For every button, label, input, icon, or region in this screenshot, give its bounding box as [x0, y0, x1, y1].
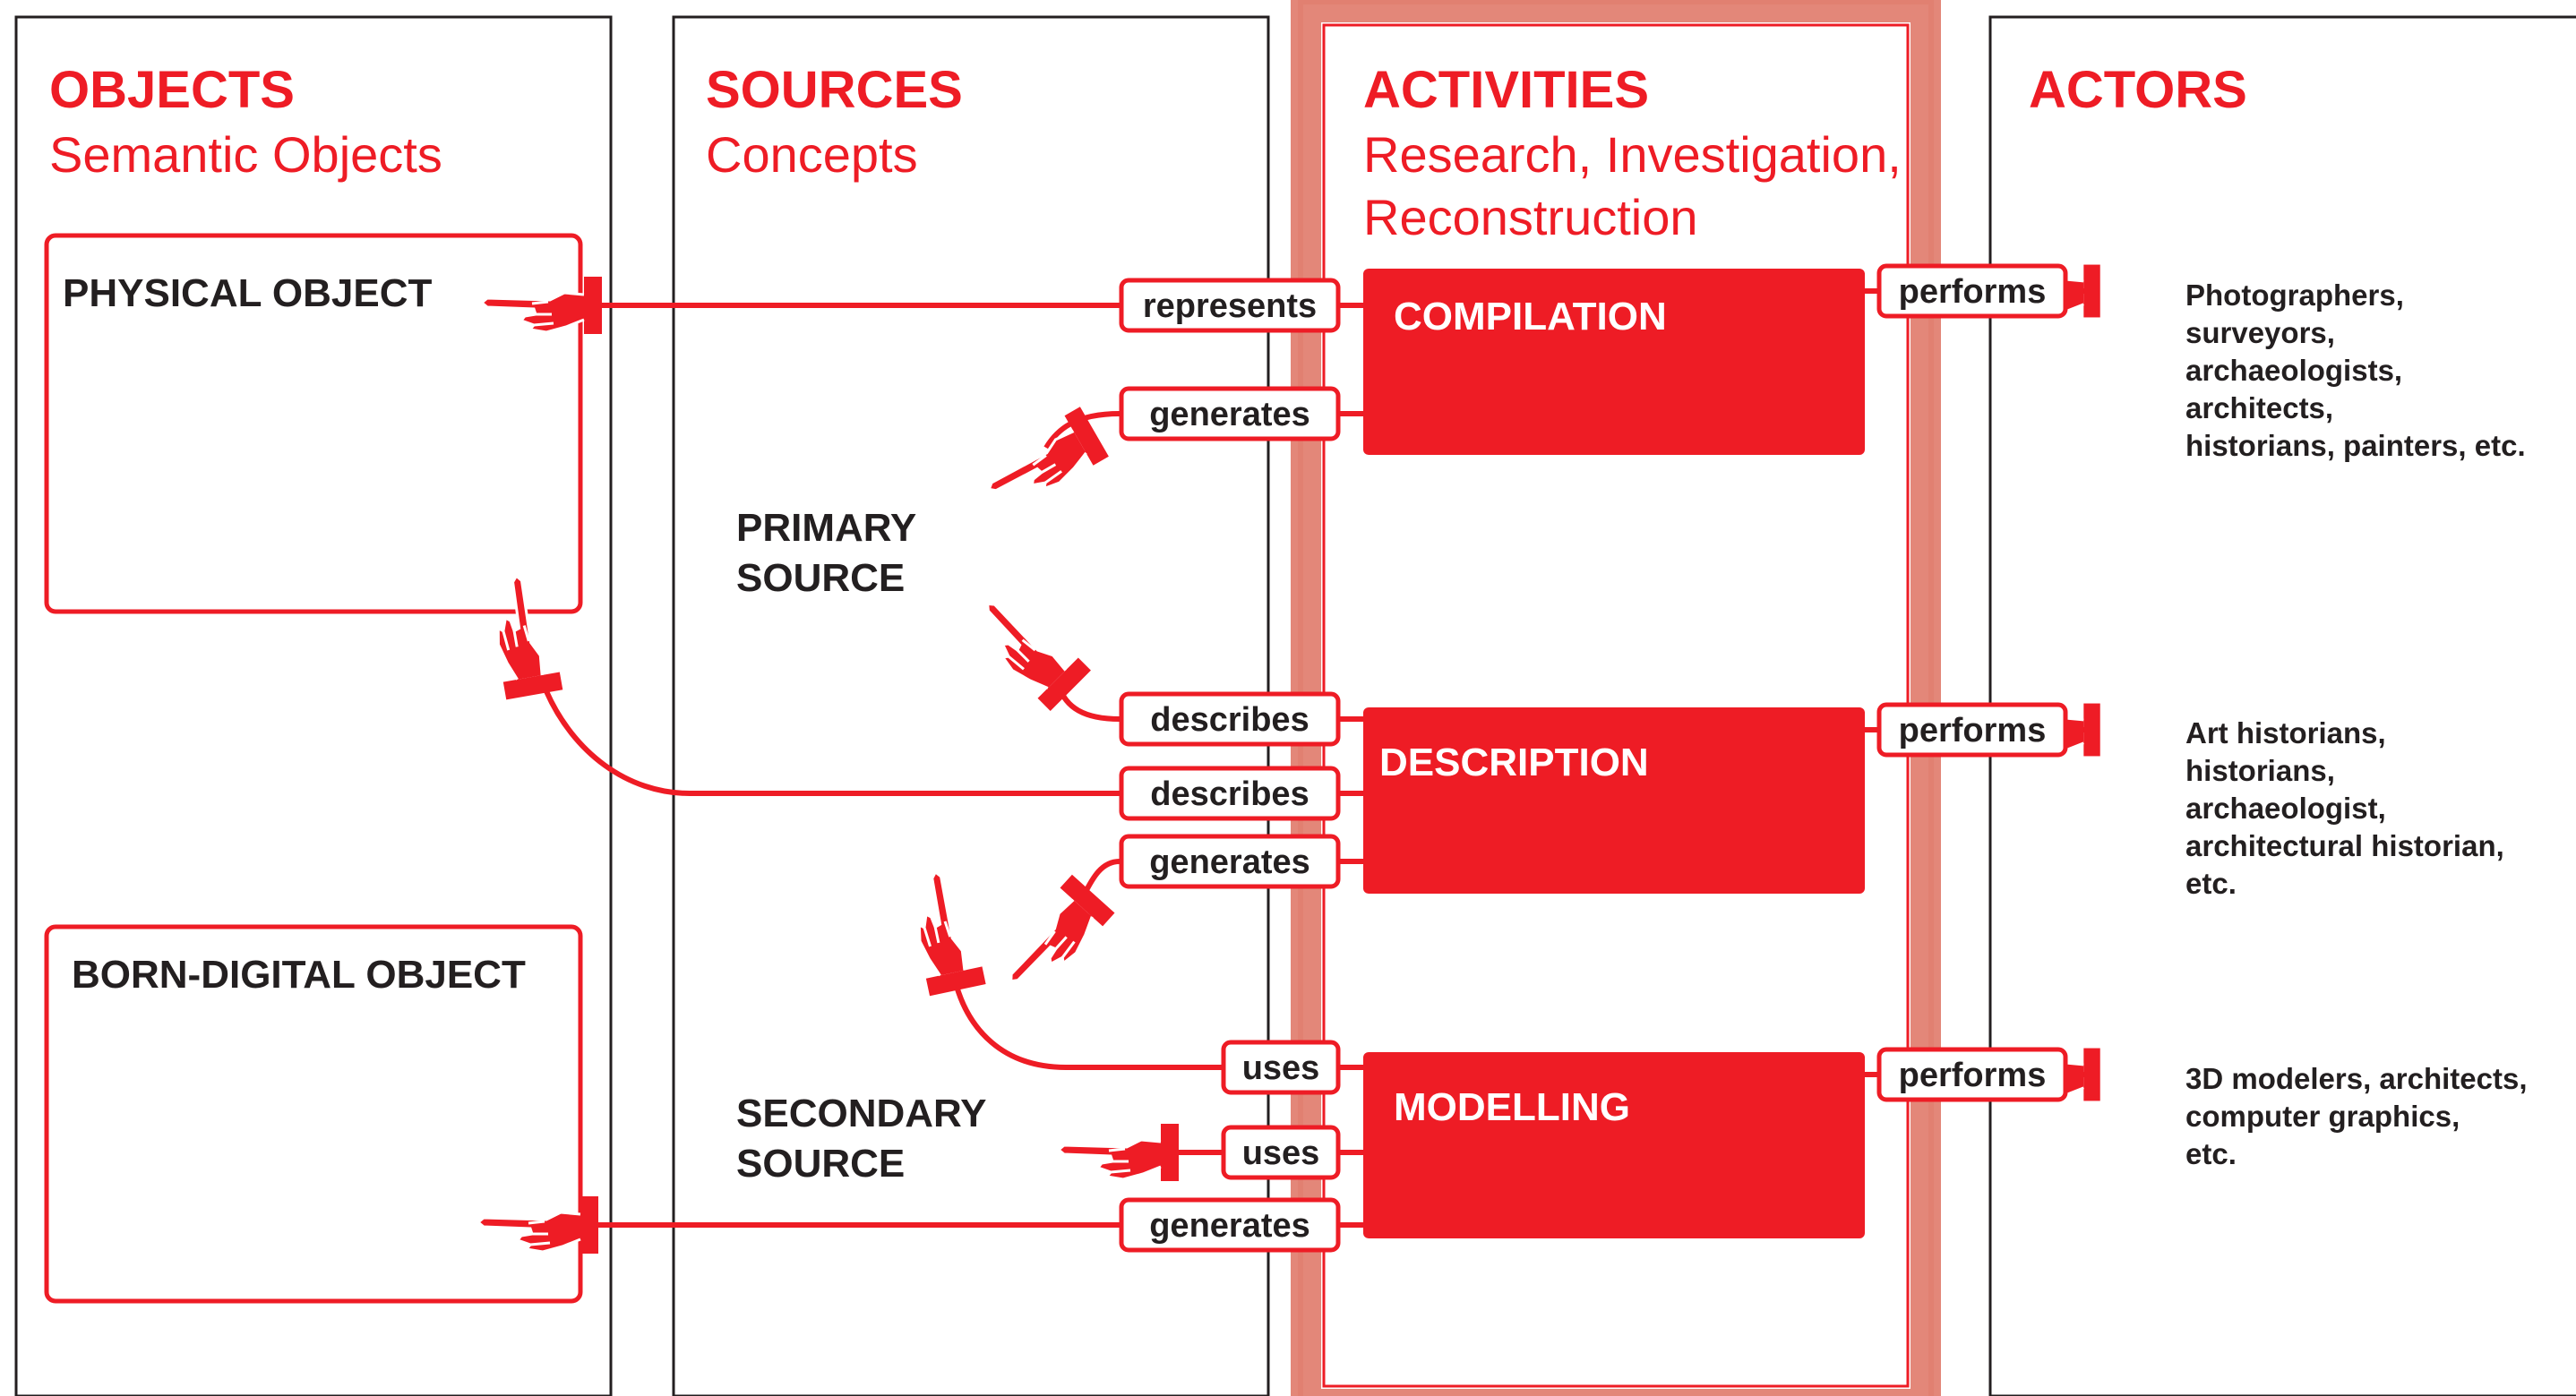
- modelling-actors: 3D modelers, architects, computer graphi…: [2185, 1062, 2528, 1170]
- uses-primary-line: [952, 979, 1363, 1070]
- pointing-hand-icon: [975, 405, 1111, 518]
- performs-modelling-label: performs: [1876, 1047, 2068, 1102]
- objects-column-frame: [14, 15, 613, 1396]
- svg-text:uses: uses: [1242, 1049, 1320, 1087]
- svg-text:architects,: architects,: [2185, 391, 2333, 424]
- svg-text:etc.: etc.: [2185, 1137, 2237, 1170]
- activities-heading: ACTIVITIES: [1363, 61, 1649, 119]
- describes-physical-label: describes: [1119, 766, 1341, 821]
- secondary-source-label-line2: SOURCE: [736, 1142, 905, 1186]
- actors-column-frame: [1988, 15, 2576, 1396]
- born-digital-object-title: BORN-DIGITAL OBJECT: [72, 953, 526, 997]
- primary-source-label-line2: SOURCE: [736, 556, 905, 600]
- modelling-box: [1363, 1052, 1865, 1238]
- primary-source-label-line1: PRIMARY: [736, 506, 916, 550]
- compilation-actors: Photographers, surveyors, archaeologists…: [2185, 278, 2526, 462]
- generates-born-digital-label: generates: [1119, 1197, 1341, 1253]
- describes-physical-line: [544, 689, 1363, 796]
- svg-text:archaeologist,: archaeologist,: [2185, 792, 2386, 825]
- objects-heading: OBJECTS: [49, 61, 295, 119]
- svg-text:Art historians,: Art historians,: [2185, 716, 2386, 749]
- svg-text:generates: generates: [1149, 844, 1310, 881]
- pointing-hand-icon: [903, 865, 988, 998]
- svg-text:performs: performs: [1899, 712, 2047, 749]
- pointing-hand-icon: [1057, 1122, 1181, 1183]
- actors-heading: ACTORS: [2029, 61, 2247, 119]
- svg-text:3D modelers, architects,: 3D modelers, architects,: [2185, 1062, 2528, 1095]
- generates-secondary-label: generates: [1119, 834, 1341, 889]
- svg-text:uses: uses: [1242, 1135, 1320, 1172]
- born-digital-object-box: [44, 924, 583, 1304]
- activities-subheading-line1: Research, Investigation,: [1363, 126, 1902, 183]
- svg-text:historians, painters, etc.: historians, painters, etc.: [2185, 429, 2526, 462]
- svg-text:archaeologists,: archaeologists,: [2185, 354, 2402, 387]
- svg-text:describes: describes: [1150, 775, 1309, 813]
- svg-text:represents: represents: [1143, 287, 1317, 325]
- performs-description-label: performs: [1876, 702, 2068, 758]
- description-title: DESCRIPTION: [1379, 741, 1649, 784]
- svg-text:architectural historian,: architectural historian,: [2185, 829, 2504, 862]
- physical-object-title: PHYSICAL OBJECT: [63, 271, 432, 315]
- svg-text:etc.: etc.: [2185, 867, 2237, 900]
- performs-compilation-label: performs: [1876, 263, 2068, 319]
- secondary-source-label-line1: SECONDARY: [736, 1092, 987, 1135]
- uses-primary-label: uses: [1221, 1040, 1341, 1095]
- svg-text:surveyors,: surveyors,: [2185, 316, 2335, 349]
- svg-text:historians,: historians,: [2185, 754, 2335, 787]
- svg-text:generates: generates: [1149, 1207, 1310, 1245]
- activities-subheading-line2: Reconstruction: [1363, 189, 1698, 245]
- svg-text:computer graphics,: computer graphics,: [2185, 1100, 2460, 1133]
- svg-text:generates: generates: [1149, 396, 1310, 433]
- generates-primary-label: generates: [1119, 386, 1341, 441]
- compilation-box: [1363, 269, 1865, 455]
- describes-primary-label: describes: [1119, 691, 1341, 747]
- sources-heading: SOURCES: [706, 61, 963, 119]
- pointing-hand-icon: [990, 873, 1116, 1004]
- uses-secondary-label: uses: [1221, 1125, 1341, 1180]
- pointing-hand-icon: [964, 584, 1093, 713]
- compilation-title: COMPILATION: [1394, 295, 1667, 338]
- sources-subheading: Concepts: [706, 126, 918, 183]
- represents-label: represents: [1119, 278, 1341, 333]
- svg-text:Photographers,: Photographers,: [2185, 278, 2404, 312]
- physical-object-box: [44, 233, 583, 614]
- svg-text:performs: performs: [1899, 273, 2047, 311]
- svg-text:performs: performs: [1899, 1057, 2047, 1094]
- svg-text:describes: describes: [1150, 701, 1309, 739]
- objects-subheading: Semantic Objects: [49, 126, 442, 183]
- modelling-title: MODELLING: [1394, 1085, 1630, 1129]
- description-actors: Art historians, historians, archaeologis…: [2185, 716, 2504, 900]
- description-box: [1363, 707, 1865, 894]
